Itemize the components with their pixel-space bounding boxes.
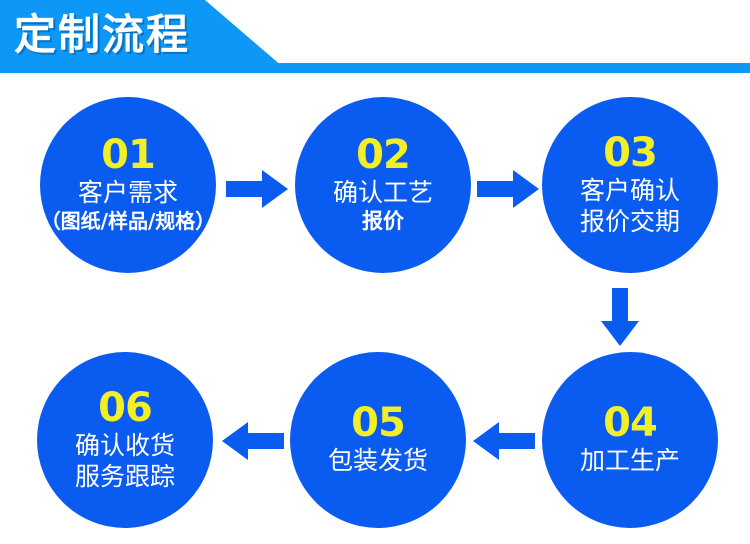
- flow-node-03-line1: 客户确认: [579, 175, 680, 205]
- flow-node-05-number: 05: [351, 400, 406, 446]
- flow-node-06: 06 确认收货 服务跟踪: [37, 352, 213, 528]
- flow-node-02-line2: 报价: [361, 208, 404, 233]
- flow-node-02: 02 确认工艺 报价: [295, 97, 471, 273]
- page-title: 定制流程: [14, 10, 191, 59]
- arrow-right-icon-02-to-03: [477, 170, 539, 208]
- arrow-down-icon-03-to-04: [601, 288, 639, 346]
- arrow-left-icon-05-to-06: [222, 422, 284, 460]
- flow-node-06-line2: 服务跟踪: [74, 461, 175, 491]
- banner-bottom-strip: [0, 63, 750, 73]
- arrow-right-icon-01-to-02: [226, 170, 288, 208]
- flow-node-04-line1: 加工生产: [579, 446, 680, 475]
- flow-node-03-number: 03: [603, 129, 658, 176]
- header-banner: 定制流程: [0, 0, 750, 73]
- flow-node-01: 01 客户需求 （图纸/样品/规格）: [40, 97, 216, 273]
- flow-node-06-labels: 确认收货 服务跟踪: [75, 430, 175, 492]
- flow-node-03: 03 客户确认 报价交期: [542, 97, 718, 273]
- flow-node-01-number: 01: [101, 132, 156, 178]
- flow-node-04-labels: 加工生产: [580, 445, 680, 476]
- flow-node-04: 04 加工生产: [542, 352, 718, 528]
- flow-node-02-line1: 确认工艺: [332, 177, 433, 207]
- flow-node-01-line1: 客户需求: [77, 178, 178, 207]
- flow-node-06-number: 06: [98, 384, 153, 431]
- flow-node-05-line1: 包装发货: [327, 446, 428, 475]
- arrow-left-icon-04-to-05: [473, 422, 535, 460]
- flow-node-05-labels: 包装发货: [328, 445, 428, 476]
- flow-node-03-labels: 客户确认 报价交期: [580, 175, 680, 237]
- flow-node-03-line2: 报价交期: [579, 206, 680, 236]
- flow-node-01-labels: 客户需求 （图纸/样品/规格）: [41, 177, 216, 234]
- flow-node-02-number: 02: [356, 131, 411, 178]
- flow-node-02-labels: 确认工艺 报价: [333, 177, 433, 235]
- flow-node-04-number: 04: [603, 400, 658, 446]
- flow-node-06-line1: 确认收货: [74, 430, 175, 460]
- flow-node-05: 05 包装发货: [290, 352, 466, 528]
- flow-node-01-line2: （图纸/样品/规格）: [40, 209, 216, 233]
